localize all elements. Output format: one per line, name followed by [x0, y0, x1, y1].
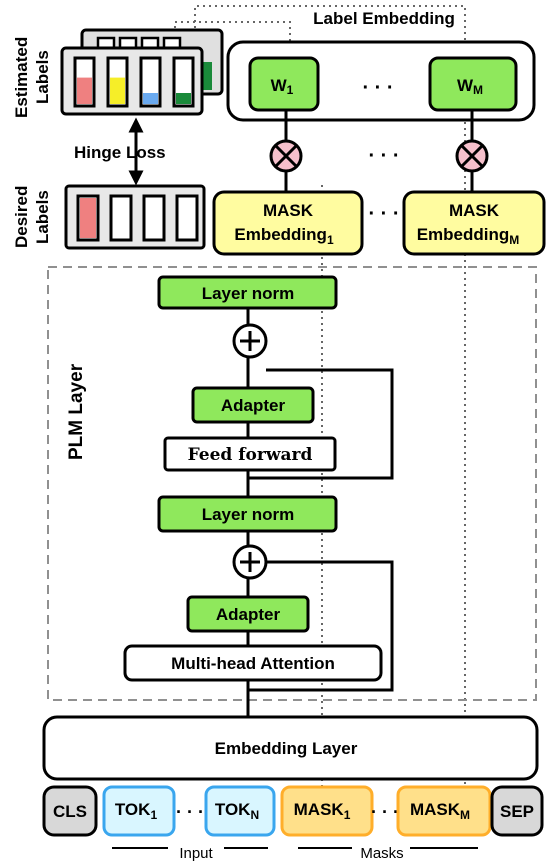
feed-forward-box [163, 436, 337, 472]
plm-connectors [246, 308, 394, 717]
tok-n-token [204, 785, 276, 837]
desired-label-bars [76, 194, 199, 242]
estimated-label-bar-1-fill [77, 77, 92, 104]
cls-token [42, 785, 98, 837]
mask-m-token [396, 785, 492, 837]
adapter-top-label: Adapter [221, 396, 286, 415]
tok-1-token [102, 785, 176, 837]
weight-connectors [284, 110, 474, 192]
desired-label-bar-1-fill [80, 198, 96, 238]
layer-norm-bottom [157, 495, 338, 533]
label-embedding-ellipsis: · · · [362, 77, 393, 99]
label-embedding-title: Label Embedding [313, 9, 455, 28]
add-icon-top [232, 323, 268, 359]
input-ellipsis: · · · [176, 802, 204, 822]
mask-ellipsis: · · · [371, 802, 399, 822]
desired-label-bar-4 [175, 194, 199, 242]
desired-label-line1: Desired [12, 186, 31, 248]
multi-head-attention-label: Multi-head Attention [171, 654, 335, 673]
mask-1-token [280, 785, 374, 837]
estimated-label-line1: Estimated [12, 37, 31, 118]
mask-embedding-1-label: Embedding1 [234, 225, 334, 247]
multiply-icon-m [455, 139, 489, 173]
mask-embedding-m [402, 190, 546, 256]
multi-head-attention-box [123, 644, 383, 682]
estimated-labels-stack [60, 28, 224, 116]
plm-layer-container [47, 266, 537, 701]
adapter-top [191, 386, 315, 424]
mask-m-label: MASKM [410, 800, 470, 822]
desired-label-bar-3 [142, 194, 166, 242]
plm-layer-label: PLM Layer [66, 363, 87, 460]
estimated-label-bar-4-fill [176, 93, 191, 104]
adapter-bottom-label: Adapter [216, 605, 281, 624]
masks-group-label: Masks [360, 845, 403, 862]
layer-norm-top [157, 275, 338, 310]
hinge-loss-label: Hinge Loss [74, 143, 166, 162]
embedding-layer [42, 715, 539, 781]
add-icon-bottom [232, 544, 268, 580]
desired-labels [64, 184, 206, 250]
dotted-connectors [174, 5, 466, 795]
estimated-label-line2: Labels [33, 50, 52, 104]
estimated-label-bar-3-fill [143, 93, 158, 104]
desired-label-line2: Labels [33, 190, 52, 244]
cls-token-label: CLS [53, 802, 87, 821]
multiply-icon-1 [269, 139, 303, 173]
estimated-label-bar-2-fill [110, 77, 125, 104]
estimated-labels-card [60, 46, 204, 116]
desired-label-bar-2 [109, 194, 133, 242]
layer-norm-bottom-label: Layer norm [202, 505, 295, 524]
mask-embedding-m-label: EmbeddingM [417, 225, 520, 247]
sep-token-label: SEP [500, 802, 534, 821]
w1-label: W1 [271, 76, 294, 97]
wm-label: WM [457, 76, 483, 97]
mask-embedding-1-word: MASK [263, 201, 314, 220]
feed-forward-label: Feed forward [188, 445, 313, 465]
layer-norm-top-label: Layer norm [202, 284, 295, 303]
tok-n-label: TOKN [215, 800, 259, 822]
mask-1-label: MASK1 [294, 800, 351, 822]
sep-token [490, 785, 544, 837]
adapter-bottom [186, 595, 310, 633]
mask-embedding-1 [212, 190, 364, 256]
multiply-ellipsis: · · · [368, 145, 399, 167]
estimated-label-bars [73, 56, 195, 108]
tok-1-label: TOK1 [115, 800, 158, 822]
mask-embedding-m-word: MASK [449, 201, 500, 220]
w1-weight [248, 56, 320, 112]
input-group-label: Input [179, 845, 213, 862]
embedding-layer-label: Embedding Layer [215, 739, 358, 758]
mask-embedding-ellipsis: · · · [368, 203, 399, 225]
